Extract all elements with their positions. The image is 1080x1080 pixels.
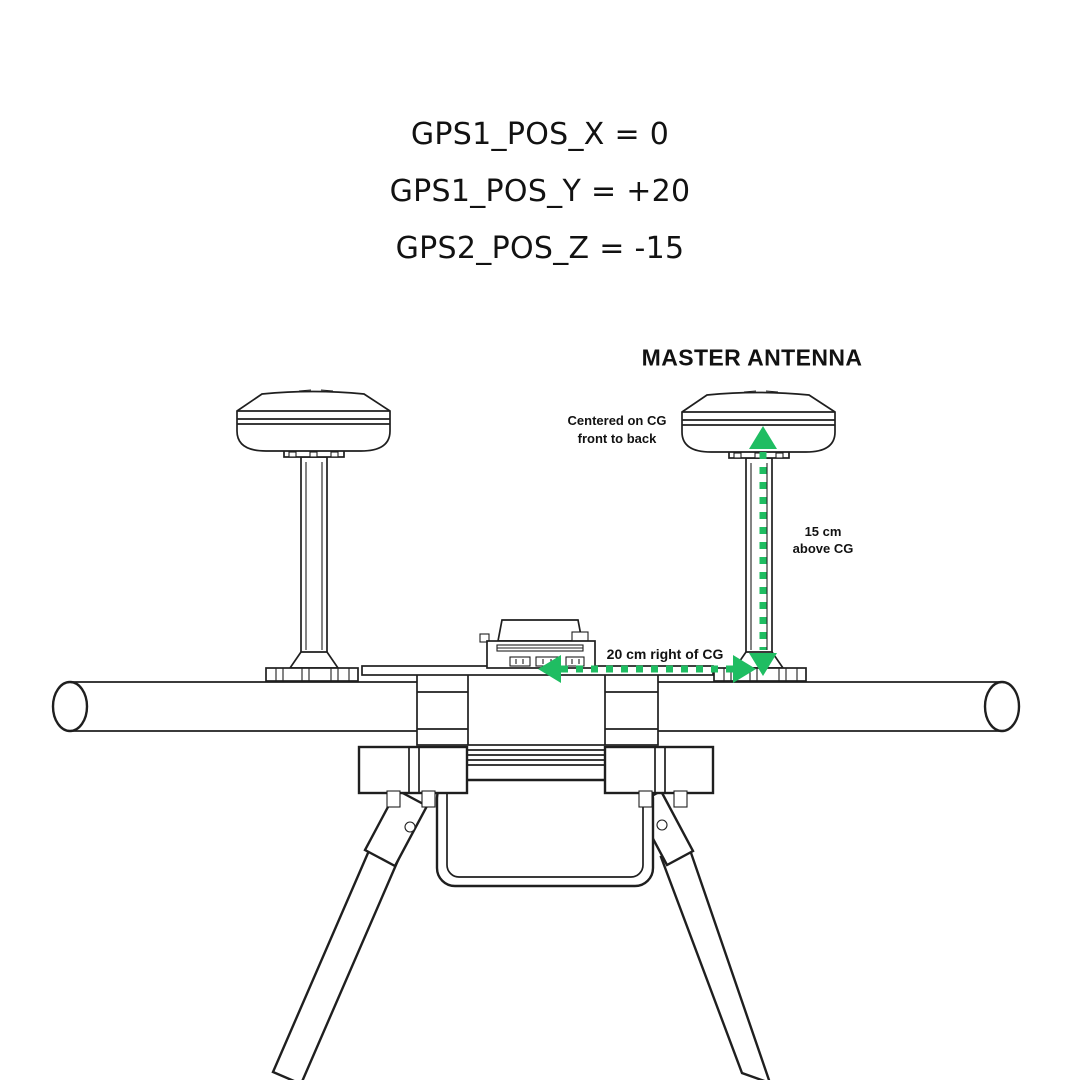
hinge-tab: [638, 790, 653, 808]
fc-right-notch: [571, 631, 589, 642]
right-of-cg-label: 20 cm right of CG: [606, 646, 724, 662]
puck-top-seam: [320, 389, 334, 392]
body-box: [416, 670, 659, 746]
collar-screw: [775, 452, 784, 459]
gps-antenna-left: [236, 389, 391, 682]
leg-tube-left: [271, 844, 401, 1080]
hinge-tab: [421, 790, 436, 808]
gps-parameter-list: GPS1_POS_X = 0 GPS1_POS_Y = +20 GPS2_POS…: [0, 0, 1080, 266]
fc-lid: [496, 619, 584, 642]
boom-arm-right: [658, 680, 1021, 733]
collar-screw: [330, 451, 339, 458]
clamp-block-body: [603, 745, 715, 795]
landing-gear-left: [271, 788, 429, 1080]
fc-left-tab: [479, 633, 490, 643]
leg-hinge-tabs-right: [638, 790, 688, 808]
antenna-base-plate-left: [265, 667, 359, 682]
puck-top-seam: [765, 390, 779, 393]
down-arrowhead: [749, 653, 777, 676]
gps-parameter-y: GPS1_POS_Y = +20: [389, 174, 691, 209]
leg-tube-right: [659, 845, 771, 1080]
leg-pivot-hole-right: [656, 819, 668, 831]
centered-on-cg-line2: front to back: [577, 431, 657, 446]
antenna-mast-right: [745, 457, 773, 656]
gps-parameter-x: GPS1_POS_X = 0: [410, 117, 670, 152]
flight-controller: [479, 619, 596, 669]
master-antenna-label: MASTER ANTENNA: [641, 344, 863, 371]
antenna-puck-left: [236, 390, 391, 452]
clamp-block-left: [357, 745, 469, 795]
collar-screw: [288, 451, 297, 458]
mast-foot-flare: [288, 651, 340, 669]
battery-tray-inner: [446, 779, 644, 878]
hinge-tab: [673, 790, 688, 808]
battery-tray-outer: [435, 778, 655, 888]
antenna-mast-left: [300, 456, 328, 656]
gps-parameter-z: GPS2_POS_Z = -15: [395, 231, 685, 266]
battery-tray: [435, 778, 655, 888]
fc-connector: [565, 656, 585, 667]
leg-pivot-hole-left: [404, 821, 416, 833]
left-arrowhead: [538, 655, 561, 683]
right-arrowhead: [733, 655, 756, 683]
above-cg-line2: above CG: [792, 541, 854, 556]
clamp-block-right: [603, 745, 715, 795]
puck-top-seam: [298, 389, 312, 392]
centered-on-cg-line1: Centered on CG: [567, 413, 667, 428]
leg-hinge-tabs-left: [386, 790, 436, 808]
clamp-block-body: [357, 745, 469, 795]
fc-connector: [509, 656, 531, 667]
above-cg-line1: 15 cm: [804, 524, 842, 539]
landing-gear-right: [633, 789, 771, 1080]
boom-end-cap-left: [51, 680, 89, 733]
leg-bracket-left: [363, 788, 429, 868]
boom-arm-left: [51, 680, 417, 733]
above-cg-label: 15 cm above CG: [793, 523, 854, 557]
hinge-tab: [386, 790, 401, 808]
collar-screw: [733, 452, 742, 459]
puck-top-seam: [743, 390, 757, 393]
centered-on-cg-label: Centered on CG front to back: [568, 412, 667, 448]
boom-end-cap-right: [983, 680, 1021, 733]
center-body: [361, 665, 714, 746]
dimension-annotations: [538, 426, 777, 683]
collar-screw: [309, 451, 318, 458]
antenna-puck-right: [681, 391, 836, 453]
up-arrowhead: [749, 426, 777, 449]
